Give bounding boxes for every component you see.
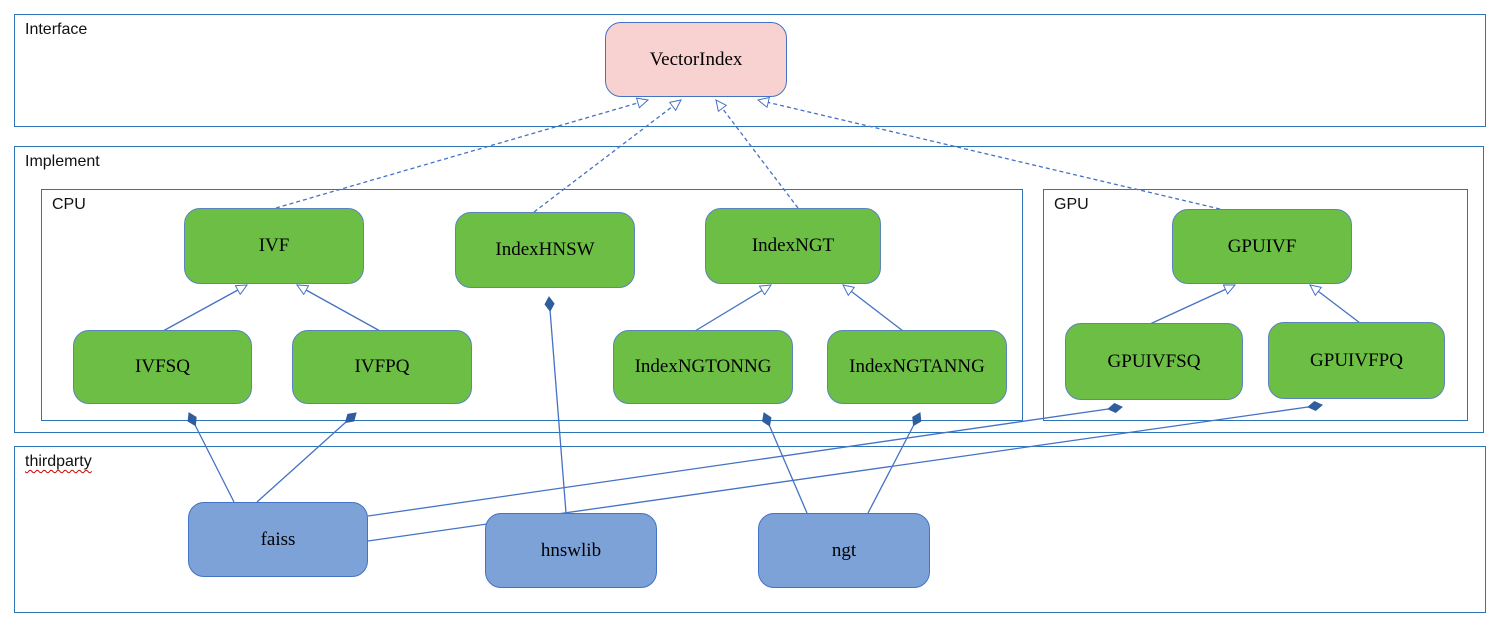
node-indexhnsw[interactable]: IndexHNSW: [455, 212, 635, 288]
node-gpuivfsq-label: GPUIVFSQ: [1107, 350, 1201, 372]
node-ivfsq[interactable]: IVFSQ: [73, 330, 252, 404]
edge-hnswlib-indexhnsw[interactable]: [549, 297, 567, 514]
node-gpuivf-label: GPUIVF: [1227, 235, 1297, 257]
edge-ivfsq-ivf[interactable]: [162, 284, 247, 332]
edge-indexhnsw-vectorindex[interactable]: [533, 100, 681, 213]
edge-indexngtonng-indexngt[interactable]: [694, 285, 771, 332]
edge-ngt-indexngtanng[interactable]: [867, 413, 920, 514]
node-ivfpq[interactable]: IVFPQ: [292, 330, 472, 404]
edge-faiss-ivfsq[interactable]: [189, 413, 235, 503]
node-indexhnsw-label: IndexHNSW: [495, 239, 595, 260]
node-ivfpq-label: IVFPQ: [354, 356, 410, 377]
edge-ivf-vectorindex[interactable]: [275, 100, 648, 209]
node-hnswlib-label: hnswlib: [540, 539, 602, 561]
node-indexngtonng-label: IndexNGTONNG: [634, 356, 772, 377]
node-ngt-label: ngt: [831, 539, 857, 561]
node-faiss[interactable]: faiss: [188, 502, 368, 577]
container-implement-label: Implement: [25, 153, 100, 170]
node-indexngt-label: IndexNGT: [751, 235, 835, 256]
node-ivf[interactable]: IVF: [184, 208, 364, 284]
container-cpu[interactable]: CPU: [41, 189, 1023, 421]
node-hnswlib[interactable]: hnswlib: [485, 513, 657, 588]
container-interface[interactable]: Interface: [14, 14, 1486, 127]
container-implement[interactable]: Implement: [14, 146, 1484, 433]
edge-gpuivfpq-gpuivf[interactable]: [1310, 285, 1361, 324]
edge-gpuivf-vectorindex[interactable]: [758, 100, 1221, 210]
node-vectorindex[interactable]: VectorIndex: [605, 22, 787, 97]
node-gpuivf[interactable]: GPUIVF: [1172, 209, 1352, 284]
node-gpuivfpq-label: GPUIVFPQ: [1310, 349, 1403, 371]
edge-ivfpq-ivf[interactable]: [297, 284, 381, 332]
node-indexngtanng-label: IndexNGTANNG: [849, 356, 985, 377]
node-gpuivfsq[interactable]: GPUIVFSQ: [1065, 323, 1243, 400]
node-ivfsq-label: IVFSQ: [135, 356, 190, 377]
edge-gpuivfsq-gpuivf[interactable]: [1149, 285, 1235, 325]
edge-indexngt-vectorindex[interactable]: [716, 100, 799, 209]
edge-faiss-ivfpq[interactable]: [256, 413, 356, 503]
node-gpuivfpq[interactable]: GPUIVFPQ: [1268, 322, 1445, 399]
node-ivf-label: IVF: [258, 235, 290, 256]
container-interface-label: Interface: [25, 21, 88, 38]
edge-indexngtanng-indexngt[interactable]: [843, 285, 904, 332]
node-indexngt[interactable]: IndexNGT: [705, 208, 881, 284]
container-thirdparty[interactable]: thirdparty: [14, 446, 1486, 613]
edge-ngt-indexngtonng[interactable]: [764, 413, 808, 514]
node-indexngtonng[interactable]: IndexNGTONNG: [613, 330, 793, 404]
container-cpu-label: CPU: [52, 196, 86, 213]
container-gpu[interactable]: GPU: [1043, 189, 1468, 421]
node-vectorindex-label: VectorIndex: [649, 48, 743, 70]
node-ngt[interactable]: ngt: [758, 513, 930, 588]
node-indexngtanng[interactable]: IndexNGTANNG: [827, 330, 1007, 404]
node-faiss-label: faiss: [260, 528, 296, 550]
container-thirdparty-label: thirdparty: [25, 453, 92, 470]
edge-faiss-gpuivfsq[interactable]: [367, 407, 1122, 517]
container-gpu-label: GPU: [1054, 196, 1089, 213]
